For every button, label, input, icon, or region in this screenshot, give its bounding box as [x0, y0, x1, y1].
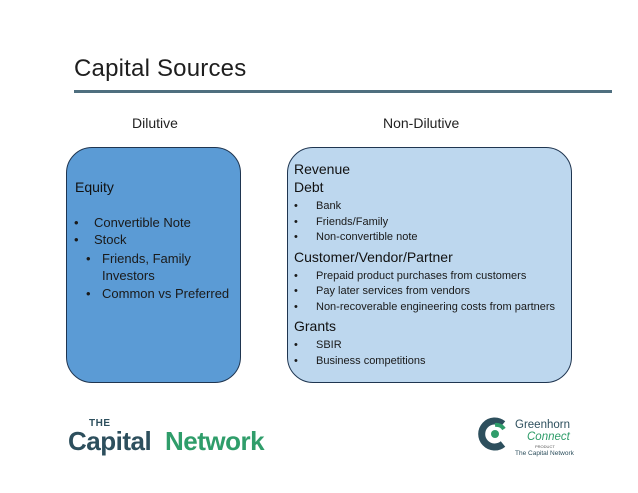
list-item: • Bank — [294, 199, 566, 215]
list-item: • Friends/Family — [294, 215, 566, 231]
sub-item-label: Friends, Family Investors — [102, 251, 191, 283]
bullet: • — [74, 232, 79, 247]
bullet: • — [86, 286, 91, 301]
bullet: • — [294, 215, 298, 228]
list-item: • Pay later services from vendors — [294, 284, 566, 300]
grants-list: • SBIR • Business competitions — [294, 338, 566, 369]
logo-network: Network — [165, 426, 265, 456]
bullet: • — [294, 269, 298, 282]
sub-item-label: Common vs Preferred — [102, 286, 230, 301]
sub-list-item: • Common vs Preferred — [74, 285, 234, 302]
dilutive-heading: Dilutive — [132, 115, 178, 131]
debt-item: Non-convertible note — [316, 231, 418, 243]
bullet: • — [294, 285, 298, 297]
bullet: • — [294, 354, 298, 367]
list-item: • Non-convertible note — [294, 230, 566, 246]
greenhorn-c-icon — [478, 417, 506, 451]
greenhorn-connect-logo: Greenhorn Connect PRODUCT The Capital Ne… — [475, 413, 595, 463]
title-underline — [74, 90, 612, 93]
equity-item-label: Convertible Note — [94, 215, 191, 230]
customer-item: Pay later services from vendors — [316, 285, 471, 297]
logo-product: PRODUCT — [535, 444, 555, 449]
sub-list-item: • Friends, Family Investors — [74, 250, 234, 284]
equity-list: • Convertible Note • Stock • Friends, Fa… — [74, 214, 234, 303]
dilutive-box: Equity • Convertible Note • Stock • Frie… — [66, 147, 241, 383]
list-item: • Prepaid product purchases from customer… — [294, 269, 566, 285]
grants-item: Business competitions — [316, 354, 426, 367]
list-item: • SBIR — [294, 338, 566, 354]
customer-list: • Prepaid product purchases from customer… — [294, 269, 566, 316]
debt-item: Bank — [316, 200, 342, 212]
bullet: • — [294, 300, 298, 313]
customer-item: Prepaid product purchases from customers — [316, 269, 527, 282]
bullet: • — [86, 251, 91, 266]
bullet: • — [294, 231, 298, 243]
grants-heading: Grants — [294, 318, 337, 334]
logo-capital: Capital — [68, 426, 152, 456]
debt-item: Friends/Family — [316, 215, 389, 228]
stock-sub-list: • Friends, Family Investors • Common vs … — [86, 250, 234, 302]
capital-network-logo: THE Capital Network — [68, 418, 268, 460]
revenue-heading: Revenue — [294, 161, 351, 177]
grants-item: SBIR — [316, 339, 342, 351]
logo-greenhorn: Greenhorn — [515, 419, 570, 431]
debt-list: • Bank • Friends/Family • Non-convertible n… — [294, 199, 566, 246]
logo-the: THE — [89, 418, 111, 429]
list-item: • Business competitions — [294, 354, 566, 370]
bullet: • — [74, 215, 79, 230]
customer-item: Non-recoverable engineering costs from p… — [316, 300, 556, 313]
non-dilutive-heading: Non-Dilutive — [383, 115, 460, 131]
bullet: • — [294, 200, 298, 212]
list-item: • Convertible Note — [74, 214, 234, 231]
bullet: • — [294, 339, 298, 351]
equity-item-label: Stock — [94, 232, 127, 247]
non-dilutive-box: Revenue Debt • Bank • Friends/Family • Non-… — [287, 147, 572, 383]
equity-heading: Equity — [75, 179, 114, 195]
debt-heading: Debt — [294, 179, 324, 195]
slide-title: Capital Sources — [74, 55, 247, 82]
customer-heading: Customer/Vendor/Partner — [294, 248, 453, 265]
logo-connect: Connect — [527, 431, 570, 443]
logo-the-capital-network: The Capital Network — [515, 450, 574, 457]
list-item: • Non-recoverable engineering costs from … — [294, 300, 566, 316]
list-item: • Stock • Friends, Family Investors • Co… — [74, 231, 234, 302]
